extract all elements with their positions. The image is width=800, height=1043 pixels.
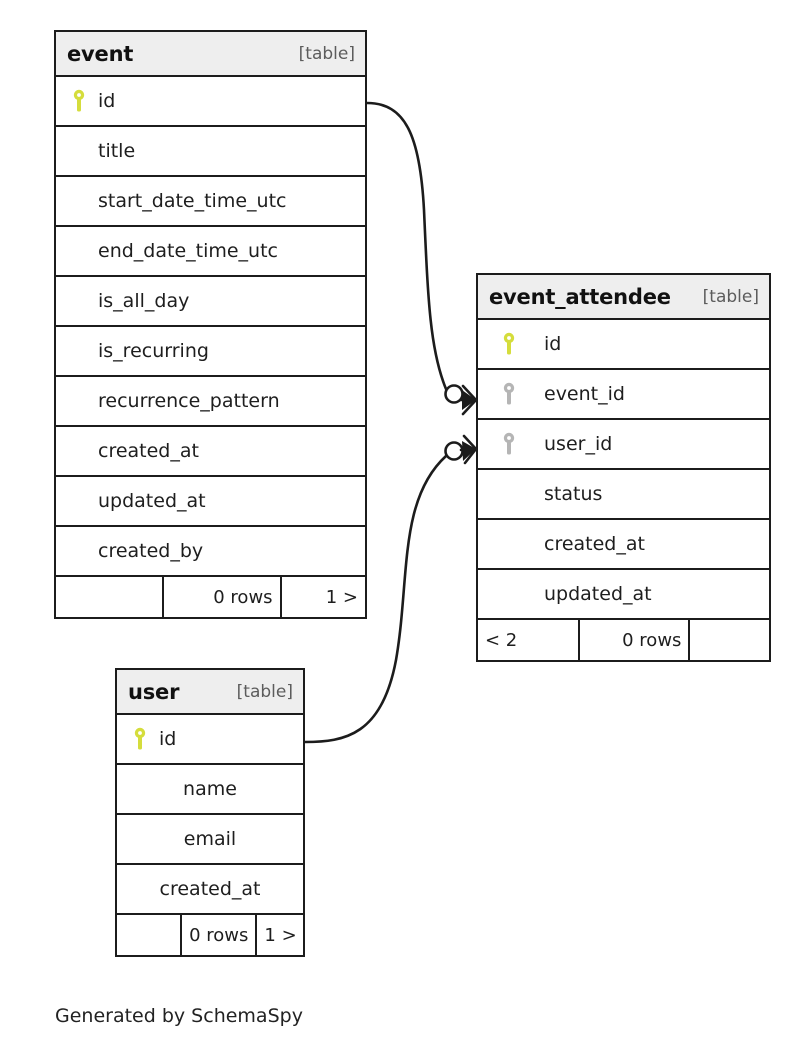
column-row[interactable]: is_all_day [56,277,365,327]
column-row[interactable]: id [117,715,303,765]
table-name: event [67,41,134,66]
key-placeholder [66,438,92,464]
column-row[interactable]: title [56,127,365,177]
column-name: updated_at [544,583,652,605]
column-name: end_date_time_utc [98,240,278,262]
table-footer-event-attendee: < 2 0 rows [478,620,769,660]
column-name: status [544,483,603,505]
key-placeholder [496,531,522,557]
column-name: is_all_day [98,290,190,312]
generated-by-credit: Generated by SchemaSpy [55,1005,303,1027]
column-name: user_id [544,433,613,455]
key-placeholder [66,388,92,414]
footer-row-count: 0 rows [182,915,258,955]
column-row[interactable]: updated_at [56,477,365,527]
column-row[interactable]: event_id [478,370,769,420]
foreign-key-icon [496,431,522,457]
footer-outgoing-relations[interactable]: 1 > [325,586,358,608]
column-row[interactable]: email [117,815,303,865]
table-header-user: user [table] [117,670,303,715]
table-name: user [128,679,180,704]
column-row[interactable]: created_at [478,520,769,570]
column-row[interactable]: status [478,470,769,520]
table-event[interactable]: event [table] id title start_date_time_u… [54,30,367,619]
column-row[interactable]: created_by [56,527,365,577]
foreign-key-icon [496,381,522,407]
relationship-event-to-event-attendee [365,101,478,416]
footer-row-count: 0 rows [580,620,691,660]
table-kind-label: [table] [298,43,355,64]
key-placeholder [496,481,522,507]
column-name: name [183,778,237,800]
column-row[interactable]: end_date_time_utc [56,227,365,277]
primary-key-icon [496,331,522,357]
cardinality-zero-marker [444,384,464,404]
key-placeholder [66,238,92,264]
column-row[interactable]: start_date_time_utc [56,177,365,227]
column-name: id [98,90,116,112]
key-placeholder [66,288,92,314]
column-name: email [183,828,237,850]
column-name: id [544,333,562,355]
column-name: start_date_time_utc [98,190,287,212]
crowsfoot-marker [459,384,478,416]
table-header-event-attendee: event_attendee [table] [478,275,769,320]
column-name: id [159,728,177,750]
column-name: is_recurring [98,340,209,362]
column-row[interactable]: user_id [478,420,769,470]
table-event-attendee[interactable]: event_attendee [table] id even [476,273,771,662]
column-name: created_at [98,440,199,462]
column-row[interactable]: name [117,765,303,815]
table-kind-label: [table] [236,681,293,702]
table-kind-label: [table] [702,286,759,307]
key-placeholder [66,538,92,564]
column-name: recurrence_pattern [98,390,280,412]
column-name: updated_at [98,490,206,512]
key-placeholder [66,488,92,514]
key-placeholder [66,138,92,164]
column-row[interactable]: recurrence_pattern [56,377,365,427]
table-footer-event: 0 rows 1 > [56,577,365,617]
primary-key-icon [66,88,92,114]
table-header-event: event [table] [56,32,365,77]
table-footer-user: 0 rows 1 > [117,915,303,955]
column-name: created_at [159,878,261,900]
table-user[interactable]: user [table] id name email created_at [115,668,305,957]
crowsfoot-marker [459,434,478,465]
key-placeholder [66,338,92,364]
column-name: created_at [544,533,645,555]
table-name: event_attendee [489,284,671,309]
primary-key-icon [127,726,153,752]
footer-row-count: 0 rows [164,577,282,617]
column-row[interactable]: is_recurring [56,327,365,377]
footer-incoming-relations [117,915,183,955]
footer-incoming-relations [56,577,165,617]
column-name: title [98,140,136,162]
column-row[interactable]: created_at [117,865,303,915]
column-row[interactable]: id [56,77,365,127]
key-placeholder [66,188,92,214]
key-placeholder [496,581,522,607]
column-name: event_id [544,383,625,405]
column-row[interactable]: updated_at [478,570,769,620]
footer-outgoing-relations[interactable]: 1 > [264,924,297,946]
column-row[interactable]: id [478,320,769,370]
footer-incoming-relations[interactable]: < 2 [478,620,580,660]
footer-outgoing-relations [690,620,769,660]
column-row[interactable]: created_at [56,427,365,477]
column-name: created_by [98,540,204,562]
cardinality-zero-marker [444,441,464,461]
